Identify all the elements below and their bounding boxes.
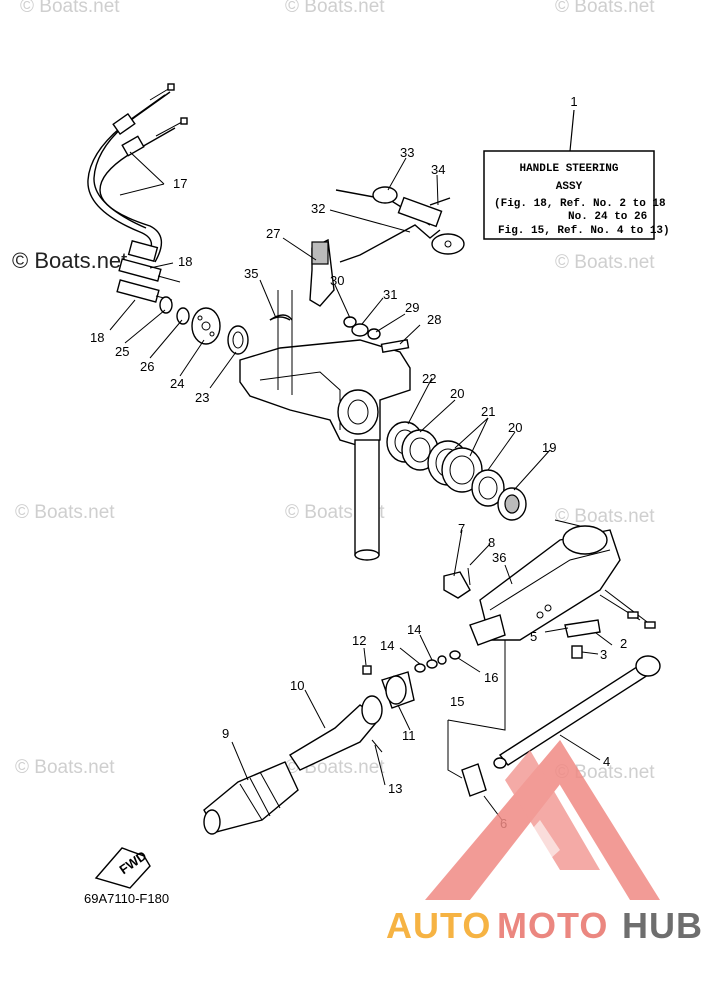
callout-4: 4	[603, 754, 610, 769]
callout-31: 31	[383, 287, 397, 302]
callout-33: 33	[400, 145, 414, 160]
shift-shaft	[493, 655, 661, 769]
callout-36: 36	[492, 550, 506, 565]
callout-21: 21	[481, 404, 495, 419]
callout-28: 28	[427, 312, 441, 327]
callout-8: 8	[488, 535, 495, 550]
fwd-arrow: FWD	[94, 847, 151, 889]
callout-11: 11	[402, 728, 416, 743]
logo-hub: HUB	[622, 905, 703, 946]
callout-24: 24	[170, 376, 184, 391]
washers-and-disc	[159, 296, 249, 355]
callout-34: 34	[431, 162, 445, 177]
callout-5: 5	[530, 629, 537, 644]
logo-moto: MOTO	[497, 905, 608, 946]
callout-12: 12	[352, 633, 366, 648]
small-parts-lower	[362, 640, 506, 797]
callout-2: 2	[620, 636, 627, 651]
watermark: © Boats.net	[15, 757, 115, 778]
callout-1: 1	[570, 94, 577, 109]
friction-washers	[386, 421, 527, 521]
callout-32: 32	[311, 201, 325, 216]
callout-20a: 20	[450, 386, 464, 401]
note-box: HANDLE STEERING ASSY (Fig. 18, Ref. No. …	[483, 109, 670, 240]
watermark: © Boats.net	[555, 252, 655, 273]
callout-22: 22	[422, 371, 436, 386]
note-line-5: Fig. 15, Ref. No. 4 to 13)	[498, 225, 670, 237]
callout-numbers: 1 2 3 4 5 6 7 8 9 10 11 12 13 14 14 15 1…	[90, 94, 627, 831]
callout-25: 25	[115, 344, 129, 359]
callout-18a: 18	[178, 254, 192, 269]
steering-handle	[469, 519, 656, 646]
note-line-1: HANDLE STEERING	[519, 163, 618, 175]
callout-30: 30	[330, 273, 344, 288]
callout-19: 19	[542, 440, 556, 455]
watermark: © Boats.net	[555, 506, 655, 527]
watermark: © Boats.net	[20, 0, 120, 17]
note-line-4: No. 24 to 26	[568, 211, 647, 223]
callout-14a: 14	[407, 622, 421, 637]
callout-27: 27	[266, 226, 280, 241]
throttle-cables	[87, 83, 188, 303]
watermark: © Boats.net	[285, 0, 385, 17]
throttle-shaft	[289, 671, 415, 771]
watermark: © Boats.net	[15, 502, 115, 523]
callout-35: 35	[244, 266, 258, 281]
callout-17: 17	[173, 176, 187, 191]
reference-code: 69A7110-F180	[84, 891, 169, 906]
callout-16: 16	[484, 670, 498, 685]
callout-23: 23	[195, 390, 209, 405]
callout-18b: 18	[90, 330, 104, 345]
watermark: © Boats.net	[555, 0, 655, 17]
note-line-2: ASSY	[556, 181, 583, 193]
throttle-lever-linkage	[309, 186, 465, 307]
callout-15: 15	[450, 694, 464, 709]
callout-20b: 20	[508, 420, 522, 435]
clip	[269, 316, 291, 321]
callout-13: 13	[388, 781, 402, 796]
callout-26: 26	[140, 359, 154, 374]
callout-7: 7	[458, 521, 465, 536]
plate-and-bolt	[564, 619, 601, 659]
steering-bracket	[239, 290, 411, 561]
callout-3: 3	[600, 647, 607, 662]
logo-auto: AUTO	[386, 905, 491, 946]
friction-lever	[443, 567, 471, 599]
callout-10: 10	[290, 678, 304, 693]
callout-29: 29	[405, 300, 419, 315]
watermark-large: © Boats.net	[12, 248, 127, 273]
callout-14b: 14	[380, 638, 394, 653]
callout-9: 9	[222, 726, 229, 741]
note-line-3: (Fig. 18, Ref. No. 2 to 18	[494, 198, 666, 210]
leader-lines	[109, 151, 613, 821]
automotohub-logo: AUTO MOTO HUB	[386, 740, 703, 946]
throttle-grip	[203, 761, 299, 835]
